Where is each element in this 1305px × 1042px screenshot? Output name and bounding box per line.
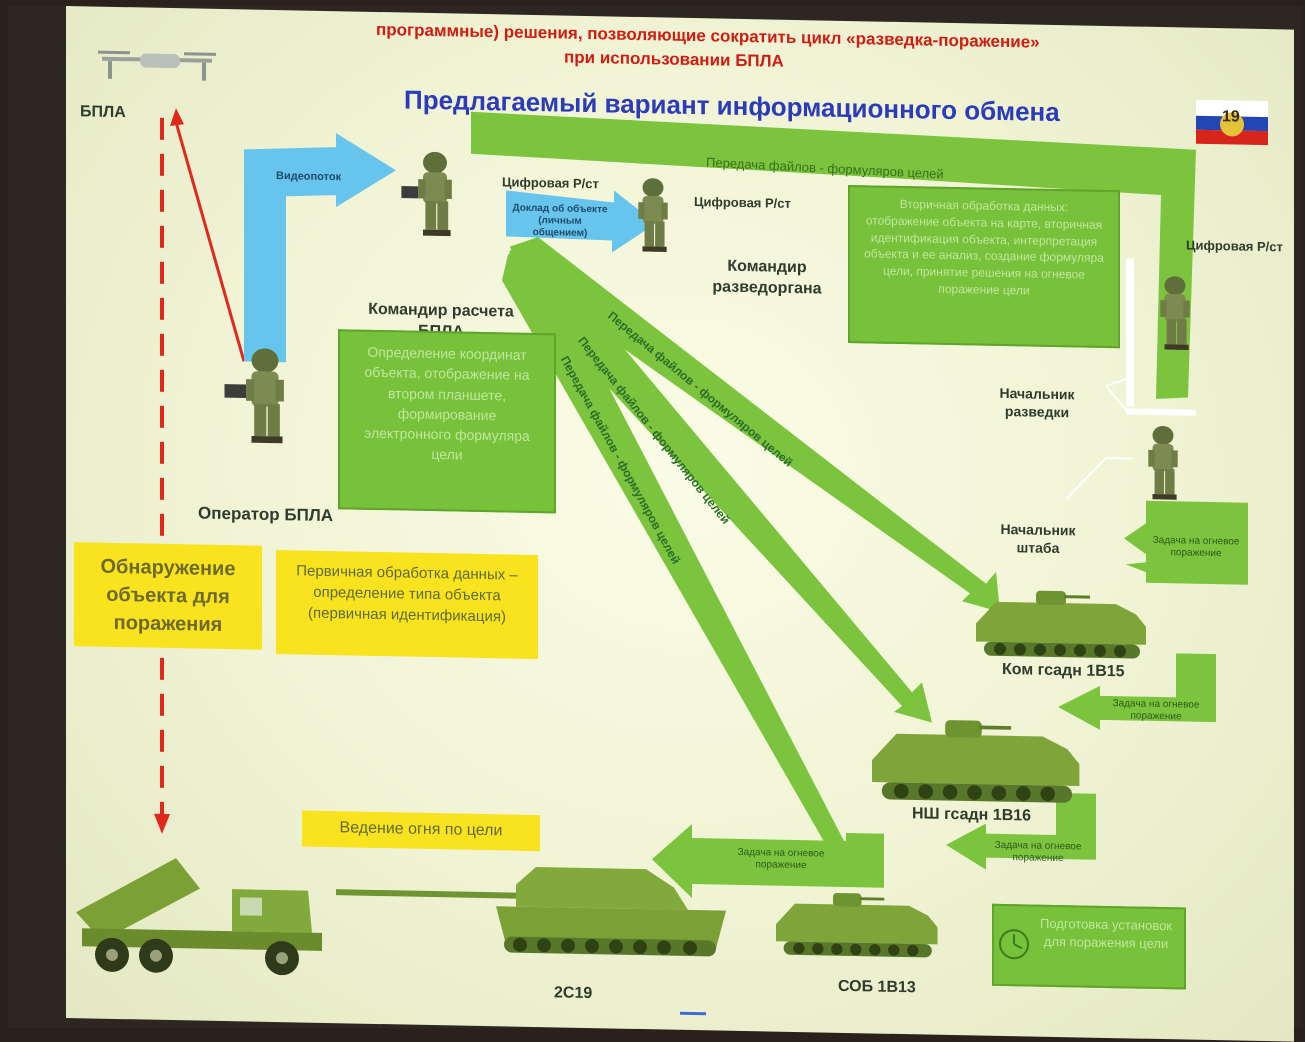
slide-bottom-mark bbox=[680, 1011, 706, 1016]
vehicle-1v15 bbox=[976, 589, 1146, 659]
vehicle-2s19 bbox=[336, 867, 726, 957]
chief-of-staff-figure bbox=[1148, 425, 1178, 500]
clock-icon bbox=[999, 929, 1029, 960]
page-number: 19 bbox=[1222, 108, 1240, 126]
file-transfer-diag-arrow-3 bbox=[502, 247, 856, 877]
projection-screen: программные) решения, позволяющие сократ… bbox=[8, 6, 1303, 1042]
object-report-arrow bbox=[506, 190, 656, 253]
operator-to-uav-line bbox=[174, 121, 246, 362]
uav-crew-commander-figure bbox=[401, 151, 452, 237]
digital-radio-label-3: Цифровая Р/ст bbox=[1186, 237, 1283, 255]
fire-task-arrow-4 bbox=[652, 824, 884, 899]
diagram-graphics bbox=[76, 50, 1268, 976]
fire-task-text-3: Задача на огневое поражение bbox=[994, 839, 1082, 865]
digital-radio-label-1: Цифровая Р/ст bbox=[502, 174, 599, 192]
head-of-recon-label: Начальник разведки bbox=[999, 384, 1075, 421]
file-transfer-diag-arrow-2 bbox=[506, 240, 932, 723]
uav-drone-icon bbox=[98, 50, 216, 81]
fire-task-text-1: Задача на огневое поражение bbox=[1152, 534, 1240, 560]
vehicle-1v15-label: Ком гсадн 1В15 bbox=[1002, 660, 1125, 681]
fire-task-text-4: Задача на огневое поражение bbox=[737, 846, 825, 872]
operator-process-box: Определение координат объекта, отображен… bbox=[338, 329, 556, 514]
fire-task-arrow-2 bbox=[1058, 653, 1216, 730]
recon-commander-label: Командир разведоргана bbox=[712, 257, 822, 298]
object-report-text: Доклад об объекте (личным общением) bbox=[512, 202, 608, 240]
russian-flag-icon bbox=[1196, 99, 1268, 146]
detection-box: Обнаружение объекта для поражения bbox=[74, 542, 262, 650]
firing-box: Ведение огня по цели bbox=[302, 810, 540, 852]
fire-task-arrow-3 bbox=[946, 793, 1096, 870]
fire-task-text-2: Задача на огневое поражение bbox=[1112, 698, 1200, 723]
vehicle-1v16-label: НШ гсадн 1В16 bbox=[912, 805, 1032, 825]
secondary-processing-box: Вторичная обработка данных: отображение … bbox=[848, 185, 1120, 349]
video-stream-text: Видеопоток bbox=[276, 170, 342, 184]
preparation-text: Подготовка установок для поражения цели bbox=[1039, 915, 1172, 951]
primary-processing-box: Первичная обработка данных – определение… bbox=[276, 550, 538, 660]
uav-operator-label: Оператор БПЛА bbox=[198, 503, 334, 526]
chief-of-staff-label: Начальник штаба bbox=[1000, 520, 1076, 557]
file-transfer-diag-arrow-1 bbox=[510, 237, 1000, 612]
recon-commander-figure bbox=[638, 177, 668, 253]
vehicle-1v13-label: СОБ 1В13 bbox=[838, 977, 916, 997]
uav-label: БПЛА bbox=[80, 103, 126, 122]
vehicle-1v16 bbox=[872, 718, 1080, 804]
digital-radio-label-2: Цифровая Р/ст bbox=[694, 194, 791, 211]
mlrs-launcher bbox=[76, 858, 322, 976]
uav-operator-figure bbox=[224, 348, 284, 444]
header-line-2: при использовании БПЛА bbox=[564, 47, 784, 71]
slide: программные) решения, позволяющие сократ… bbox=[66, 6, 1294, 1042]
file-transfer-top-arrow bbox=[471, 111, 1196, 399]
vehicle-1v13 bbox=[776, 891, 938, 958]
vehicle-2s19-label: 2С19 bbox=[554, 984, 593, 1003]
video-stream-arrow bbox=[244, 133, 396, 363]
